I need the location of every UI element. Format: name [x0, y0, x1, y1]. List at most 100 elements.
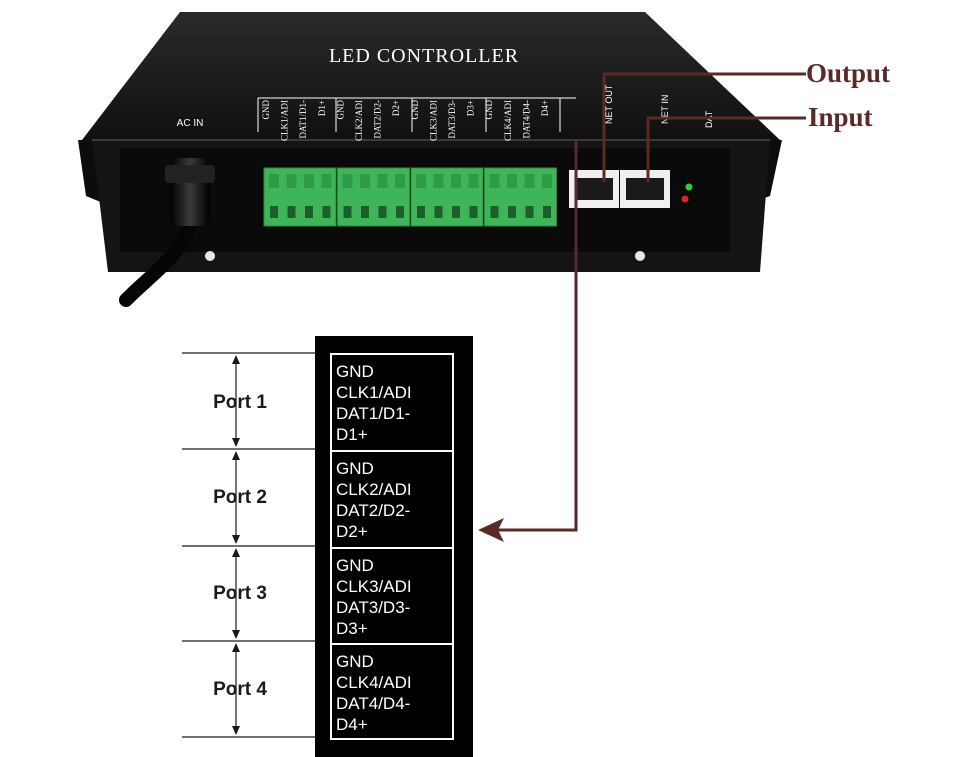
port-2-label: Port 2: [213, 487, 267, 508]
terminal-screw: [451, 174, 461, 188]
arrow-up: [232, 643, 240, 652]
terminal-callout-line: [498, 140, 578, 532]
arrow-up: [232, 355, 240, 364]
arrow-up: [232, 548, 240, 557]
terminal-blocks: [263, 167, 557, 227]
terminal-screw: [507, 174, 517, 188]
pin-d-plus: D4+: [336, 715, 368, 734]
terminal-screw: [433, 174, 444, 188]
arrow-up: [232, 451, 240, 460]
terminal-label: D2+: [391, 100, 401, 116]
cable-gland-nut: [165, 165, 215, 183]
wire-slot: [417, 206, 425, 218]
pin-gnd: GND: [336, 362, 374, 381]
terminal-label: CLK4/ADI: [503, 100, 513, 141]
wire-slot: [305, 206, 313, 218]
wire-slot: [508, 206, 516, 218]
status-led-red: [681, 195, 689, 203]
wire-slot: [469, 206, 478, 218]
arrow-down: [232, 535, 240, 544]
mount-hole-left: [205, 251, 215, 261]
pin-clk: CLK2/ADI: [336, 480, 412, 499]
wire-slot: [396, 206, 404, 218]
device-title: LED CONTROLLER: [329, 45, 519, 67]
terminal-screw: [360, 174, 370, 188]
callout-lines: [498, 72, 806, 532]
wire-slot: [270, 206, 278, 218]
wire-slot: [543, 206, 551, 218]
pin-gnd: GND: [336, 652, 374, 671]
terminal-screw: [468, 174, 479, 188]
terminal-screw: [489, 174, 500, 188]
terminal-screw: [286, 174, 297, 188]
terminal-label: D4+: [540, 100, 550, 116]
terminal-labels: GND CLK1/ADI DAT1/D1- D1+ GND CLK2/ADI DAT2/D2…: [261, 100, 550, 141]
terminal-label: D1+: [317, 100, 327, 116]
terminal-separators: [257, 97, 576, 132]
wire-slot: [452, 206, 460, 218]
wire-slot: [322, 206, 331, 218]
power-cable: [119, 158, 215, 307]
terminal-label: DAT3/D3-: [447, 100, 457, 139]
terminal-callout-arrowhead: [478, 518, 504, 542]
port-bracket-arrows: [232, 355, 240, 735]
port-1-label: Port 1: [213, 392, 267, 413]
net-in-label: NET IN: [660, 95, 670, 124]
mount-hole-right: [635, 251, 645, 261]
terminal-label: GND: [410, 100, 420, 120]
pin-d-plus: D2+: [336, 522, 368, 541]
terminal-label: DAT4/D4-: [521, 100, 531, 139]
port-brackets: [182, 352, 316, 738]
port-2-pin-group: GND CLK2/ADI DAT2/D2- D2+: [330, 450, 454, 547]
terminal-screw: [395, 174, 405, 188]
arrow-down: [232, 726, 240, 735]
terminal-label: D3+: [466, 100, 476, 116]
terminal-screw: [342, 174, 353, 188]
pin-clk: CLK3/ADI: [336, 577, 412, 596]
pin-dat: DAT2/D2-: [336, 501, 411, 520]
wire-slot: [434, 206, 443, 218]
terminal-screw: [377, 174, 388, 188]
terminal-label: CLK2/ADI: [354, 100, 364, 141]
terminal-label: DAT2/D2-: [373, 100, 383, 139]
port-1-pin-group: GND CLK1/ADI DAT1/D1- D1+: [330, 353, 454, 450]
arrow-down: [232, 438, 240, 447]
wire-slot: [287, 206, 296, 218]
output-callout-line: [602, 72, 806, 182]
pinout-panel: GND CLK1/ADI DAT1/D1- D1+ GND CLK2/ADI D…: [315, 336, 473, 757]
pin-gnd: GND: [336, 556, 374, 575]
rj45-socket: [575, 178, 613, 200]
wire-slot: [490, 206, 499, 218]
input-callout-line: [646, 116, 806, 182]
input-callout-label: Input: [808, 102, 873, 132]
pin-d-plus: D3+: [336, 619, 368, 638]
pin-gnd: GND: [336, 459, 374, 478]
port-4-label: Port 4: [213, 679, 267, 700]
terminal-label: CLK3/ADI: [428, 100, 438, 141]
output-callout-label: Output: [806, 58, 891, 88]
port-4-pin-group: GND CLK4/ADI DAT4/D4- D4+: [330, 643, 454, 740]
pin-d-plus: D1+: [336, 425, 368, 444]
terminal-label: GND: [261, 100, 271, 120]
terminal-screw: [269, 174, 279, 188]
terminal-screw: [542, 174, 552, 188]
terminal-label: CLK1/ADI: [280, 100, 290, 141]
wire-slot: [343, 206, 352, 218]
power-label: AC IN: [177, 118, 204, 129]
pin-dat: DAT4/D4-: [336, 694, 411, 713]
rj45-socket: [626, 178, 664, 200]
wire-slot: [525, 206, 534, 218]
pin-dat: DAT1/D1-: [336, 404, 411, 423]
terminal-label: GND: [484, 100, 494, 120]
arrow-down: [232, 630, 240, 639]
terminal-label: GND: [335, 100, 345, 120]
rj45-port-in: [620, 170, 670, 208]
terminal-screw: [304, 174, 314, 188]
terminal-screw: [321, 174, 332, 188]
wire-slot: [378, 206, 387, 218]
terminal-label: DAT1/D1-: [298, 100, 308, 139]
pin-clk: CLK1/ADI: [336, 383, 412, 402]
pin-dat: DAT3/D3-: [336, 598, 411, 617]
port-3-pin-group: GND CLK3/ADI DAT3/D3- D3+: [330, 547, 454, 643]
